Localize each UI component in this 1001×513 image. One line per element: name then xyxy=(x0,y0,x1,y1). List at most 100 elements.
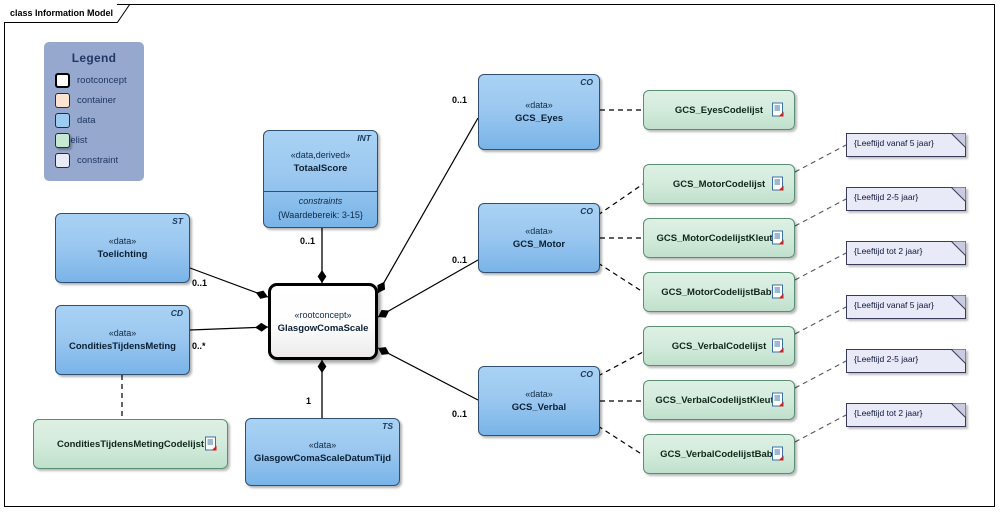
legend-swatch-codelist xyxy=(55,133,70,148)
class-glasgowcomascale-stereotype: «rootconcept» xyxy=(294,309,352,320)
class-glasgowcomascaledatumtijd[interactable]: TS «data» GlasgowComaScaleDatumTijd xyxy=(245,418,400,486)
legend-swatch-rootconcept xyxy=(55,73,70,88)
multiplicity-condities: 0..* xyxy=(192,341,206,351)
class-totaalscore-constraint-title: constraints xyxy=(298,196,343,206)
document-icon xyxy=(772,176,784,191)
legend-item-rootconcept: rootconcept xyxy=(55,71,144,90)
multiplicity-eyes: 0..1 xyxy=(452,95,468,105)
legend-panel: Legend rootconcept container data codeli… xyxy=(44,42,144,181)
codelist-gcs-motor-label: GCS_MotorCodelijst xyxy=(672,178,766,190)
document-icon xyxy=(772,392,784,407)
codelist-gcs-verbal-kleuter[interactable]: GCS_VerbalCodelijstKleuter xyxy=(643,380,795,420)
diagram-frame-tab: class Information Model xyxy=(4,4,131,23)
note-motor-2-5-text: {Leeftijd 2-5 jaar} xyxy=(854,192,919,202)
multiplicity-verbal: 0..1 xyxy=(452,409,468,419)
legend-item-codelist: codelist xyxy=(55,131,144,150)
class-datumtijd-name: GlasgowComaScaleDatumTijd xyxy=(253,453,392,464)
note-fold-icon xyxy=(951,295,966,310)
document-icon xyxy=(772,230,784,245)
class-gcs-motor[interactable]: CO «data» GCS_Motor xyxy=(478,203,600,273)
class-gcs-motor-name: GCS_Motor xyxy=(512,239,566,250)
legend-swatch-constraint xyxy=(55,153,70,168)
class-gcs-verbal[interactable]: CO «data» GCS_Verbal xyxy=(478,366,600,436)
codelist-gcs-eyes-label: GCS_EyesCodelijst xyxy=(674,104,764,116)
class-conditiestijdensmeting[interactable]: CD «data» ConditiesTijdensMeting xyxy=(55,305,190,375)
codelist-gcs-verbal[interactable]: GCS_VerbalCodelijst xyxy=(643,326,795,366)
codelist-gcs-motor-baby[interactable]: GCS_MotorCodelijstBaby xyxy=(643,272,795,312)
class-conditiestijdensmeting-stereotype: «data» xyxy=(108,328,137,338)
note-fold-icon xyxy=(951,187,966,202)
note-verbal-2-5[interactable]: {Leeftijd 2-5 jaar} xyxy=(846,349,966,373)
legend-label-rootconcept: rootconcept xyxy=(77,75,127,86)
diagram-frame-label: class Information Model xyxy=(10,8,114,18)
legend-item-constraint: constraint xyxy=(55,151,144,170)
multiplicity-totaalscore: 0..1 xyxy=(300,236,316,246)
note-motor-tot2-text: {Leeftijd tot 2 jaar} xyxy=(854,246,923,256)
multiplicity-datumtijd: 1 xyxy=(306,396,312,406)
class-conditiestijdensmeting-name: ConditiesTijdensMeting xyxy=(69,341,176,352)
class-toelichting-name: Toelichting xyxy=(97,249,148,260)
note-motor-tot2[interactable]: {Leeftijd tot 2 jaar} xyxy=(846,241,966,265)
legend-title: Legend xyxy=(71,51,117,65)
document-icon xyxy=(772,102,784,117)
class-gcs-verbal-name: GCS_Verbal xyxy=(511,402,567,413)
note-verbal-2-5-text: {Leeftijd 2-5 jaar} xyxy=(854,354,919,364)
codelist-gcs-motor-kleuter[interactable]: GCS_MotorCodelijstKleuter xyxy=(643,218,795,258)
note-verbal-tot2-text: {Leeftijd tot 2 jaar} xyxy=(854,408,923,418)
codelist-gcs-verbal-label: GCS_VerbalCodelijst xyxy=(671,340,767,352)
class-glasgowcomascale[interactable]: «rootconcept» GlasgowComaScale xyxy=(268,283,378,360)
legend-item-container: container xyxy=(55,91,144,110)
note-motor-2-5[interactable]: {Leeftijd 2-5 jaar} xyxy=(846,187,966,211)
legend-item-data: data xyxy=(55,111,144,130)
class-totaalscore-constraints: constraints {Waardebereik: 3-15} xyxy=(264,194,377,222)
class-gcs-verbal-tag: CO xyxy=(580,369,593,379)
class-gcs-eyes-stereotype: «data» xyxy=(525,100,553,110)
codelist-gcs-eyes[interactable]: GCS_EyesCodelijst xyxy=(643,90,795,130)
class-gcs-motor-tag: CO xyxy=(580,206,593,216)
codelist-gcs-verbal-baby-label: GCS_VerbalCodelijstBaby xyxy=(660,448,778,460)
legend-label-data: data xyxy=(77,115,96,126)
legend-label-constraint: constraint xyxy=(77,155,119,166)
document-icon xyxy=(772,446,784,461)
codelist-gcs-motor[interactable]: GCS_MotorCodelijst xyxy=(643,164,795,204)
codelist-conditiestijdensmeting[interactable]: ConditiesTijdensMetingCodelijst xyxy=(33,419,228,469)
frame-tab-slant-icon xyxy=(117,4,131,23)
note-verbal-vanaf5[interactable]: {Leeftijd vanaf 5 jaar} xyxy=(846,295,966,319)
class-gcs-eyes[interactable]: CO «data» GCS_Eyes xyxy=(478,74,600,150)
note-fold-icon xyxy=(951,133,966,148)
legend-label-container: container xyxy=(77,95,117,106)
diagram-frame xyxy=(4,4,995,507)
class-gcs-verbal-stereotype: «data» xyxy=(525,389,553,399)
note-verbal-vanaf5-text: {Leeftijd vanaf 5 jaar} xyxy=(854,300,934,310)
note-motor-vanaf5-text: {Leeftijd vanaf 5 jaar} xyxy=(854,138,934,148)
legend-swatch-data xyxy=(55,113,70,128)
codelist-gcs-motor-kleuter-label: GCS_MotorCodelijstKleuter xyxy=(656,232,782,244)
class-toelichting-tag: ST xyxy=(172,216,183,226)
note-fold-icon xyxy=(951,241,966,256)
codelist-gcs-verbal-baby[interactable]: GCS_VerbalCodelijstBaby xyxy=(643,434,795,474)
class-totaalscore-stereotype: «data,derived» xyxy=(290,150,351,160)
class-totaalscore-divider xyxy=(264,191,377,192)
class-datumtijd-tag: TS xyxy=(382,421,393,431)
class-gcs-eyes-name: GCS_Eyes xyxy=(514,113,564,124)
document-icon xyxy=(205,436,217,451)
note-fold-icon xyxy=(951,403,966,418)
class-toelichting[interactable]: ST «data» Toelichting xyxy=(55,213,190,283)
class-totaalscore-name: TotaalScore xyxy=(293,163,348,174)
class-totaalscore[interactable]: INT «data,derived» TotaalScore constrain… xyxy=(263,130,378,228)
class-glasgowcomascale-name: GlasgowComaScale xyxy=(277,322,369,334)
codelist-gcs-verbal-kleuter-label: GCS_VerbalCodelijstKleuter xyxy=(655,394,783,406)
class-gcs-motor-stereotype: «data» xyxy=(525,226,553,236)
document-icon xyxy=(772,338,784,353)
class-toelichting-stereotype: «data» xyxy=(108,236,137,246)
legend-label-codelist: codelist xyxy=(55,135,88,146)
class-gcs-eyes-tag: CO xyxy=(580,77,593,87)
note-verbal-tot2[interactable]: {Leeftijd tot 2 jaar} xyxy=(846,403,966,427)
class-totaalscore-tag: INT xyxy=(357,133,371,143)
multiplicity-toelichting: 0..1 xyxy=(192,278,208,288)
note-motor-vanaf5[interactable]: {Leeftijd vanaf 5 jaar} xyxy=(846,133,966,157)
note-fold-icon xyxy=(951,349,966,364)
class-datumtijd-stereotype: «data» xyxy=(308,440,337,450)
class-totaalscore-constraint-value: {Waardebereik: 3-15} xyxy=(278,210,363,220)
